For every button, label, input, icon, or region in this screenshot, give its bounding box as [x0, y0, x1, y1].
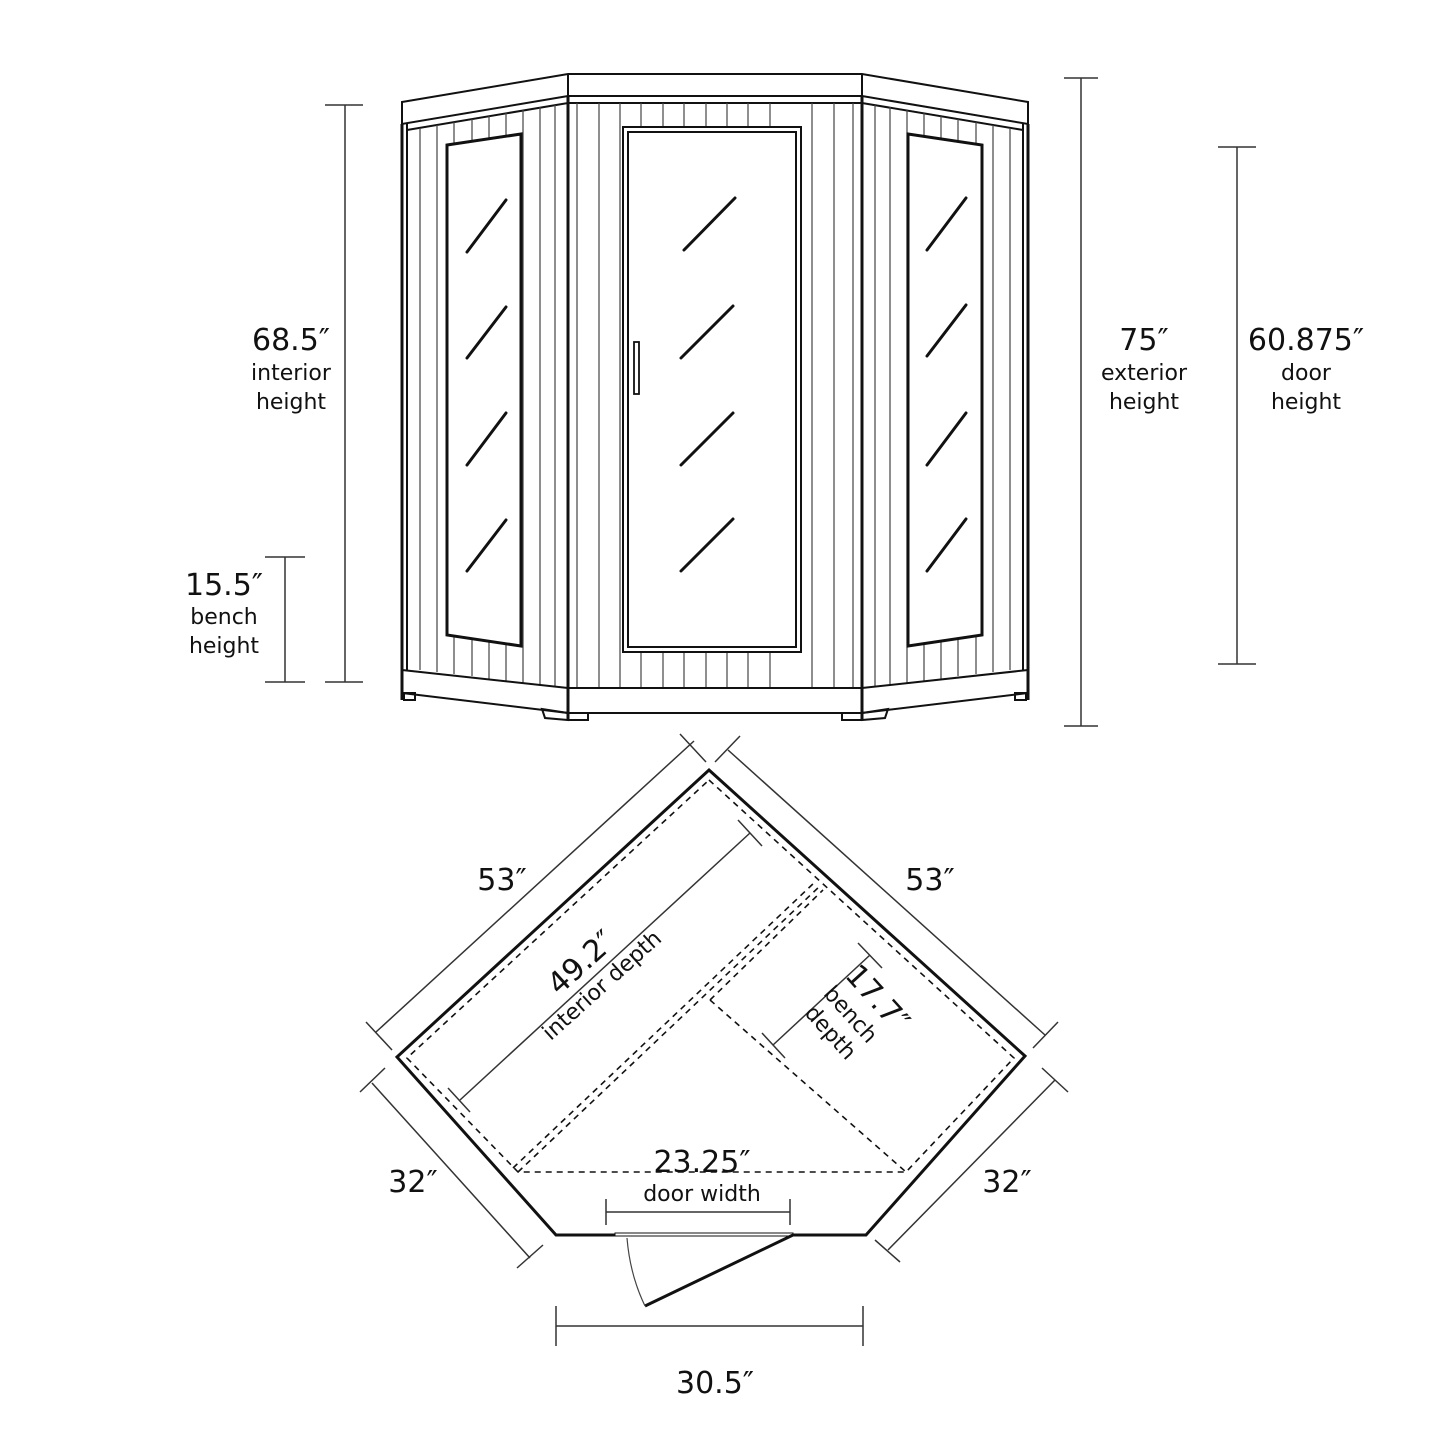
exterior-height-value: 75″ — [1119, 323, 1168, 358]
exterior-height-label: exterior — [1101, 361, 1188, 386]
interior-height-value: 68.5″ — [252, 323, 330, 358]
base-skirt — [401, 669, 1029, 714]
back-left-wall-dimension: 53″ — [365, 733, 707, 1051]
interior-height-dimension: 68.5″ interior height — [251, 104, 363, 683]
door[interactable] — [622, 126, 802, 653]
bench-depth-dimension: 17.7″ bench depth — [761, 942, 916, 1065]
bench-height-label: bench — [190, 605, 257, 630]
front-right-wall-dimension: 32″ — [874, 1067, 1069, 1263]
plan-inner-wall — [405, 778, 1016, 1173]
back-right-wall-dimension: 53″ — [714, 735, 1059, 1049]
exterior-height-dimension: 75″ exterior height — [1064, 77, 1188, 727]
door-width-label: door width — [643, 1182, 761, 1207]
interior-height-label: interior — [251, 361, 332, 386]
front-left-wall-dimension: 32″ — [359, 1067, 544, 1269]
door-height-value: 60.875″ — [1248, 323, 1364, 358]
door-width-value: 23.25″ — [653, 1145, 750, 1180]
bench-height-label-2: height — [189, 634, 259, 659]
front-width-dimension: 30.5″ — [555, 1306, 864, 1401]
bench-height-dimension: 15.5″ bench height — [185, 556, 305, 683]
back-right-wall-value: 53″ — [905, 863, 954, 898]
roof-cap — [401, 73, 1029, 131]
right-window — [906, 132, 984, 648]
exterior-height-label-2: height — [1109, 390, 1179, 415]
bench-outline — [512, 881, 907, 1173]
feet — [403, 692, 1027, 722]
door-height-dimension: 60.875″ door height — [1218, 146, 1364, 665]
door-height-label-2: height — [1271, 390, 1341, 415]
plan-view — [394, 767, 1028, 1308]
interior-height-label-2: height — [256, 390, 326, 415]
sauna-body — [400, 96, 1030, 720]
bench-height-value: 15.5″ — [185, 568, 263, 603]
door-handle[interactable] — [633, 341, 640, 395]
front-right-wall-value: 32″ — [982, 1165, 1031, 1200]
front-left-wall-value: 32″ — [388, 1165, 437, 1200]
left-window — [445, 132, 523, 648]
center-panel-planks — [576, 103, 854, 688]
plan-door — [614, 1232, 794, 1308]
door-height-label: door — [1281, 361, 1332, 386]
door-width-dimension: 23.25″ door width — [605, 1145, 791, 1225]
back-left-wall-value: 53″ — [477, 863, 526, 898]
front-width-value: 30.5″ — [676, 1366, 754, 1401]
front-elevation — [400, 73, 1030, 722]
